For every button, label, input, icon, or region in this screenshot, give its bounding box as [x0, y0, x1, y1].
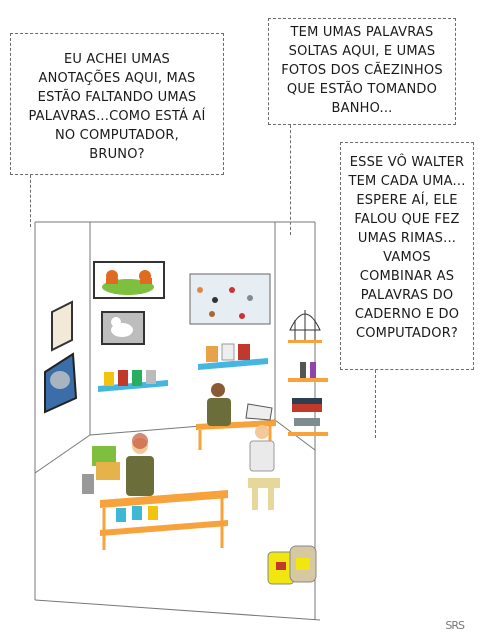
artist-signature: SRS	[445, 619, 465, 632]
standing-person	[126, 433, 154, 496]
speech-bubble-top-right: TEM UMAS PALAVRAS SOLTAS AQUI, E UMAS FO…	[268, 18, 456, 125]
bubble-tail-right	[375, 370, 376, 438]
speech-text-left: EU ACHEI UMAS ANOTAÇÕES AQUI, MAS ESTÃO …	[28, 52, 206, 162]
speech-text-right: ESSE VÔ WALTER TEM CADA UMA... ESPERE AÍ…	[348, 155, 466, 341]
shelf-left	[98, 370, 168, 392]
pet-food-boxes	[82, 446, 120, 494]
right-shelving	[288, 362, 328, 436]
speech-text-top-right: TEM UMAS PALAVRAS SOLTAS AQUI, E UMAS FO…	[281, 25, 443, 116]
person-at-computer	[207, 383, 231, 426]
left-wall-frame	[51, 300, 73, 352]
pet-carriers	[267, 545, 317, 585]
shop-counter	[100, 490, 228, 550]
computer-icon	[245, 403, 273, 421]
seated-person	[248, 425, 280, 510]
birdcage-icon	[288, 310, 322, 343]
elephant-poster-icon	[44, 352, 78, 414]
speech-bubble-right: ESSE VÔ WALTER TEM CADA UMA... ESPERE AÍ…	[340, 142, 474, 370]
bubble-tail-left	[30, 175, 31, 227]
dog-photos-board	[189, 273, 271, 325]
cat-poster-icon	[101, 311, 145, 345]
dog-poster-icon	[93, 261, 165, 299]
shelf-right	[198, 343, 268, 370]
speech-bubble-left: EU ACHEI UMAS ANOTAÇÕES AQUI, MAS ESTÃO …	[10, 33, 224, 175]
bubble-tail-top-right	[290, 125, 291, 235]
